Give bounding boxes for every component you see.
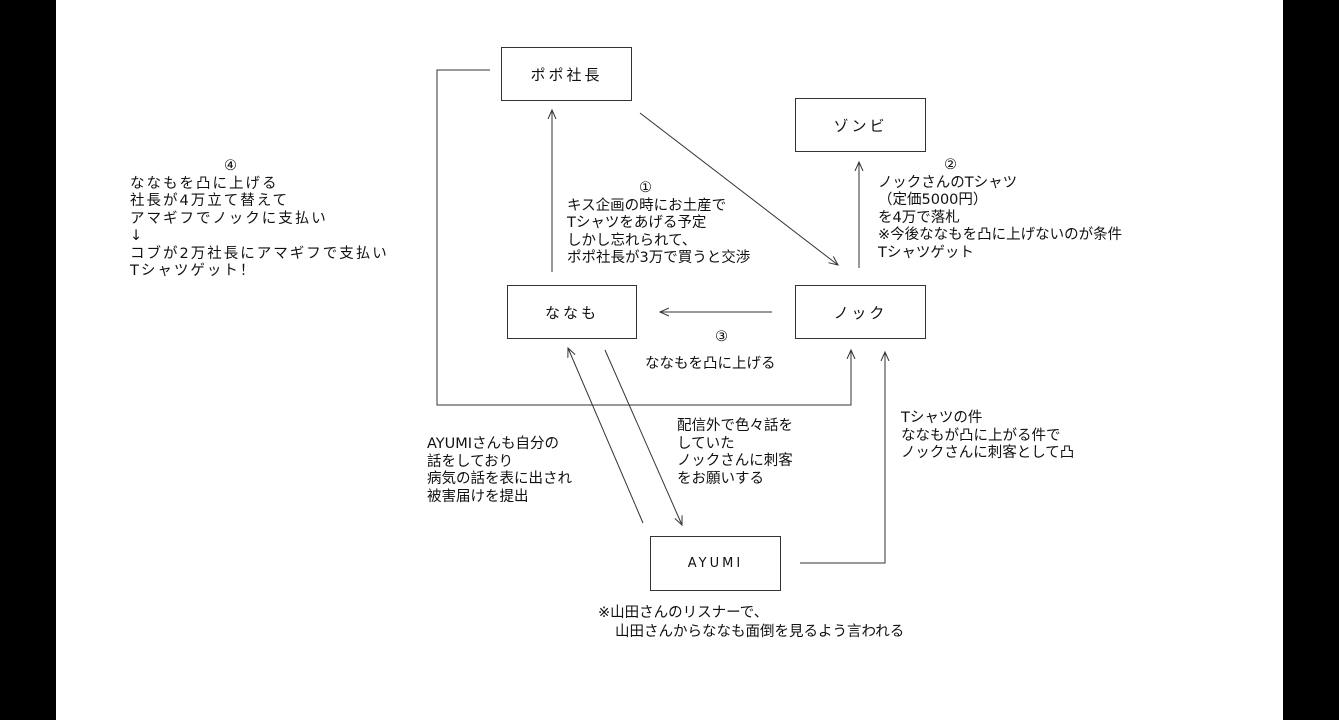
note-line: コブが2万社長にアマギフで支払い [130,245,389,262]
note-request: 配信外で色々話をしていたノックさんに刺客をお願いする [677,418,793,488]
note-line: （定価5000円） [878,192,988,208]
node-nock: ノック [795,285,926,339]
note-line: 話をしており [427,453,514,470]
note-line: アマギフでノックに支払い [130,210,328,227]
note-line: ※今後ななもを凸に上げないのが条件 [878,227,1123,243]
note-line: ※山田さんのリスナーで、 [598,605,769,621]
step-number: ③ [715,329,728,345]
note-line: しかし忘れられて、 [567,232,697,249]
note-line: 病気の話を表に出され [427,471,572,487]
node-zombie: ゾンビ [795,98,926,152]
arrow-popo-loop-to-nock [436,69,851,406]
arrow-ayumi-to-nock [800,352,885,564]
note-line: ななもが凸に上がる件で [901,427,1061,444]
note-line: Tシャツをあげる予定 [567,215,707,231]
step-number: ① [639,180,652,196]
note-line: ななもを凸に上げる [645,356,776,372]
note-line: 社長が4万立て替えて [130,193,289,209]
note-line: Tシャツの件 [901,410,983,426]
note-line: 配信外で色々話を [677,418,793,434]
step-number: ④ [224,158,237,174]
connector-lines [436,69,1283,564]
node-nanamo: ななも [507,285,637,339]
note-line: ↓ [130,228,143,244]
note-line: 山田さんからななも面倒を見るよう言われる [615,624,905,640]
note-line: Tシャツゲット！ [130,263,257,279]
note-ayumi-to-nock: Tシャツの件ななもが凸に上がる件でノックさんに刺客として凸 [901,410,1074,463]
arrow-ayumi-to-nanamo [568,348,644,524]
note-line: AYUMIさんも自分の [427,436,560,452]
note-line: ノックさんに刺客 [677,453,793,469]
node-popo: ポポ社長 [501,47,632,101]
note-line: していた [677,435,735,452]
node-ayumi: AYUMI [650,536,781,591]
note-line: ノックさんのTシャツ [878,174,1018,191]
arrow-nanamo-to-ayumi [604,349,682,525]
note-line: Tシャツゲット [878,244,974,261]
note-line: をお願いする [677,470,764,487]
arrow-popo-to-nock [639,112,838,265]
note-line: ななもを凸に上げる [130,175,279,192]
note-line: を4万で落札 [878,209,960,226]
step-number: ② [944,157,957,173]
note-line: ノックさんに刺客として凸 [901,445,1075,461]
note-ayumi-report: AYUMIさんも自分の話をしており病気の話を表に出され被害届けを提出 [427,436,572,506]
note-footnote: ※山田さんのリスナーで、山田さんからななも面倒を見るよう言われる [598,604,904,642]
note-line: キス企画の時にお土産で [567,197,727,214]
note-step3: ③ ななもを凸に上げる [645,328,776,374]
note-line: ポポ社長が3万で買うと交渉 [567,250,751,266]
note-line: 被害届けを提出 [427,488,529,505]
